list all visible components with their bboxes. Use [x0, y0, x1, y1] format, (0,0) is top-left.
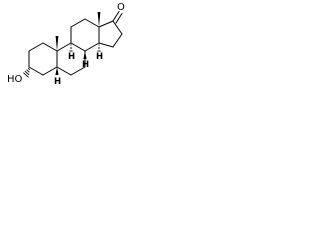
- h-c8-label: H: [82, 60, 89, 70]
- hydroxyl-label: HO: [7, 74, 23, 85]
- ketone-oxygen-label: O: [117, 2, 125, 13]
- h-c5-label: H: [54, 77, 61, 87]
- h-c14-label: H: [96, 52, 103, 62]
- hydroxyl-group: HO: [7, 67, 31, 85]
- ring-c: [70, 18, 100, 52]
- h-c9-label: H: [68, 52, 75, 62]
- stereo-h-c14: H: [96, 44, 103, 62]
- methyl-c10: [55, 36, 59, 51]
- stereo-h-c8: H: [82, 51, 89, 70]
- ketone-group: O: [112, 2, 125, 24]
- ring-d: [98, 20, 123, 48]
- steroid-structure-diagram: O HO H H H H: [7, 2, 125, 87]
- ring-a: [28, 42, 58, 76]
- stereo-h-c5: H: [54, 67, 61, 87]
- stereo-h-c9: H: [68, 44, 75, 62]
- methyl-c13: [97, 12, 101, 27]
